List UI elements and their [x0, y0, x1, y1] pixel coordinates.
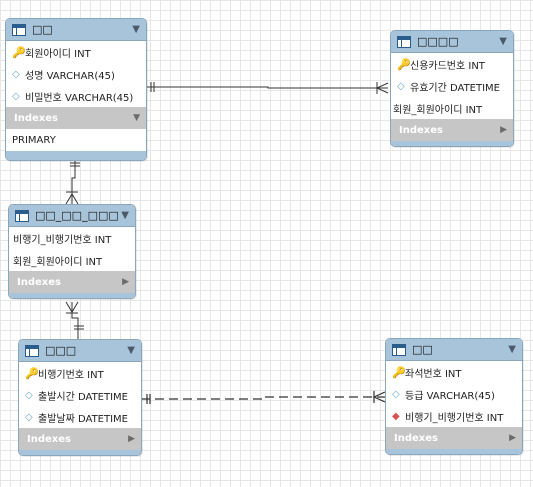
column-name: 비밀번호 VARCHAR(45)	[25, 92, 134, 104]
table-title: □□□□	[417, 35, 459, 48]
column-row[interactable]: ◇ 유효기간 DATETIME	[391, 75, 513, 97]
link-airplane-seat	[141, 396, 385, 400]
column-row[interactable]: 🔑 신용카드번호 INT	[391, 53, 513, 75]
column-name: 신용카드번호 INT	[410, 60, 485, 72]
column-diamond-icon: ◇	[397, 80, 405, 92]
link-member-reservation	[71, 158, 76, 204]
table-card[interactable]: □□□□ ▼ 🔑 신용카드번호 INT ◇ 유효기간 DATETIME 회원_회…	[390, 30, 514, 147]
index-row[interactable]: PRIMARY	[6, 129, 146, 151]
indexes-label: Indexes	[17, 276, 61, 288]
table-title: □□_□□_□□□	[35, 209, 119, 222]
collapse-arrow-icon[interactable]: ▼	[508, 344, 516, 355]
column-row[interactable]: 🔑 회원아이디 INT	[6, 41, 146, 63]
expand-arrow-icon[interactable]: ▶	[509, 433, 516, 443]
indexes-section[interactable]: Indexes ▶	[391, 119, 513, 141]
primary-key-icon: 🔑	[397, 57, 411, 71]
column-row[interactable]: ◇ 비밀번호 VARCHAR(45)	[6, 85, 146, 107]
column-diamond-icon: ◇	[12, 90, 20, 102]
collapse-arrow-icon[interactable]: ▼	[499, 36, 507, 47]
collapse-arrow-icon[interactable]: ▼	[133, 113, 140, 123]
column-name: 성명 VARCHAR(45)	[25, 70, 115, 82]
column-name: 회원아이디 INT	[25, 48, 91, 60]
column-diamond-icon: ◇	[25, 389, 33, 401]
collapse-arrow-icon[interactable]: ▼	[132, 24, 140, 35]
column-row[interactable]: 비행기_비행기번호 INT	[9, 227, 135, 249]
table-card-header[interactable]: □□□□ ▼	[391, 31, 513, 53]
collapse-arrow-icon[interactable]: ▼	[121, 210, 129, 221]
column-row[interactable]: ◇ 출발시간 DATETIME	[19, 384, 141, 406]
marker-one-member-res	[70, 162, 80, 167]
marker-one-airplane-res	[74, 325, 84, 330]
column-row[interactable]: ◆ 비행기_비행기번호 INT	[386, 405, 522, 427]
column-row[interactable]: ◇ 성명 VARCHAR(45)	[6, 63, 146, 85]
table-reservation[interactable]: □□_□□_□□□ ▼ 비행기_비행기번호 INT 회원_회원아이디 INT I…	[8, 204, 136, 299]
column-diamond-icon: ◇	[25, 411, 33, 423]
column-row[interactable]: 🔑 비행기번호 INT	[19, 362, 141, 384]
column-diamond-icon: ◇	[12, 68, 20, 80]
column-name: 회원_회원아이디 INT	[13, 256, 103, 268]
table-member[interactable]: □□ ▼ 🔑 회원아이디 INT ◇ 성명 VARCHAR(45) ◇ 비밀번호…	[5, 18, 147, 161]
column-name: 출발날짜 DATETIME	[38, 413, 128, 425]
table-footer	[19, 450, 141, 455]
table-footer	[386, 449, 522, 454]
indexes-section[interactable]: Indexes ▶	[9, 271, 135, 293]
marker-many-res-bottom	[65, 301, 79, 314]
expand-arrow-icon[interactable]: ▶	[122, 277, 129, 287]
foreign-key-diamond-icon: ◆	[392, 410, 400, 422]
table-icon	[12, 23, 26, 36]
table-title: □□□	[45, 344, 77, 357]
indexes-label: Indexes	[394, 432, 438, 444]
table-icon	[25, 344, 39, 357]
table-seat[interactable]: □□ ▼ 🔑 좌석번호 INT ◇ 등급 VARCHAR(45) ◆ 비행기_비…	[385, 338, 523, 455]
table-seat-header[interactable]: □□ ▼	[386, 339, 522, 361]
marker-many-seat	[372, 391, 386, 403]
column-name: 좌석번호 INT	[405, 368, 462, 380]
column-name: 출발시간 DATETIME	[38, 391, 128, 403]
table-footer	[391, 141, 513, 146]
column-row[interactable]: ◇ 출발날짜 DATETIME	[19, 406, 141, 428]
table-title: □□	[32, 23, 53, 36]
indexes-section[interactable]: Indexes ▶	[386, 427, 522, 449]
column-name: 회원_회원아이디 INT	[393, 104, 483, 116]
table-footer	[6, 151, 146, 160]
table-member-header[interactable]: □□ ▼	[6, 19, 146, 41]
table-icon	[397, 35, 411, 48]
link-member-card	[146, 86, 388, 89]
table-title: □□	[412, 343, 433, 356]
column-row[interactable]: 🔑 좌석번호 INT	[386, 361, 522, 383]
indexes-section[interactable]: Indexes ▼	[6, 107, 146, 129]
table-airplane-header[interactable]: □□□ ▼	[19, 340, 141, 362]
column-name: 비행기_비행기번호 INT	[405, 412, 504, 424]
primary-key-icon: 🔑	[12, 45, 26, 59]
expand-arrow-icon[interactable]: ▶	[128, 434, 135, 444]
column-diamond-icon: ◇	[392, 388, 400, 400]
column-row[interactable]: 회원_회원아이디 INT	[391, 97, 513, 119]
primary-key-icon: 🔑	[25, 366, 39, 380]
indexes-label: Indexes	[27, 433, 71, 445]
column-name: 비행기_비행기번호 INT	[13, 234, 112, 246]
primary-key-icon: 🔑	[392, 365, 406, 379]
marker-one-airplane-seat	[146, 394, 151, 404]
column-name: 비행기번호 INT	[38, 369, 104, 381]
indexes-section[interactable]: Indexes ▶	[19, 428, 141, 450]
index-name: PRIMARY	[12, 134, 56, 146]
table-airplane[interactable]: □□□ ▼ 🔑 비행기번호 INT ◇ 출발시간 DATETIME ◇ 출발날짜…	[18, 339, 142, 456]
collapse-arrow-icon[interactable]: ▼	[127, 345, 135, 356]
marker-one-member-card	[150, 82, 155, 92]
table-footer	[9, 293, 135, 298]
column-row[interactable]: 회원_회원아이디 INT	[9, 249, 135, 271]
table-icon	[15, 209, 29, 222]
table-reservation-header[interactable]: □□_□□_□□□ ▼	[9, 205, 135, 227]
column-row[interactable]: ◇ 등급 VARCHAR(45)	[386, 383, 522, 405]
table-icon	[392, 343, 406, 356]
expand-arrow-icon[interactable]: ▶	[500, 125, 507, 135]
marker-many-res-top	[65, 191, 79, 205]
column-name: 유효기간 DATETIME	[410, 82, 500, 94]
marker-many-card	[375, 82, 389, 94]
indexes-label: Indexes	[399, 124, 443, 136]
column-name: 등급 VARCHAR(45)	[405, 390, 495, 402]
indexes-label: Indexes	[14, 112, 58, 124]
